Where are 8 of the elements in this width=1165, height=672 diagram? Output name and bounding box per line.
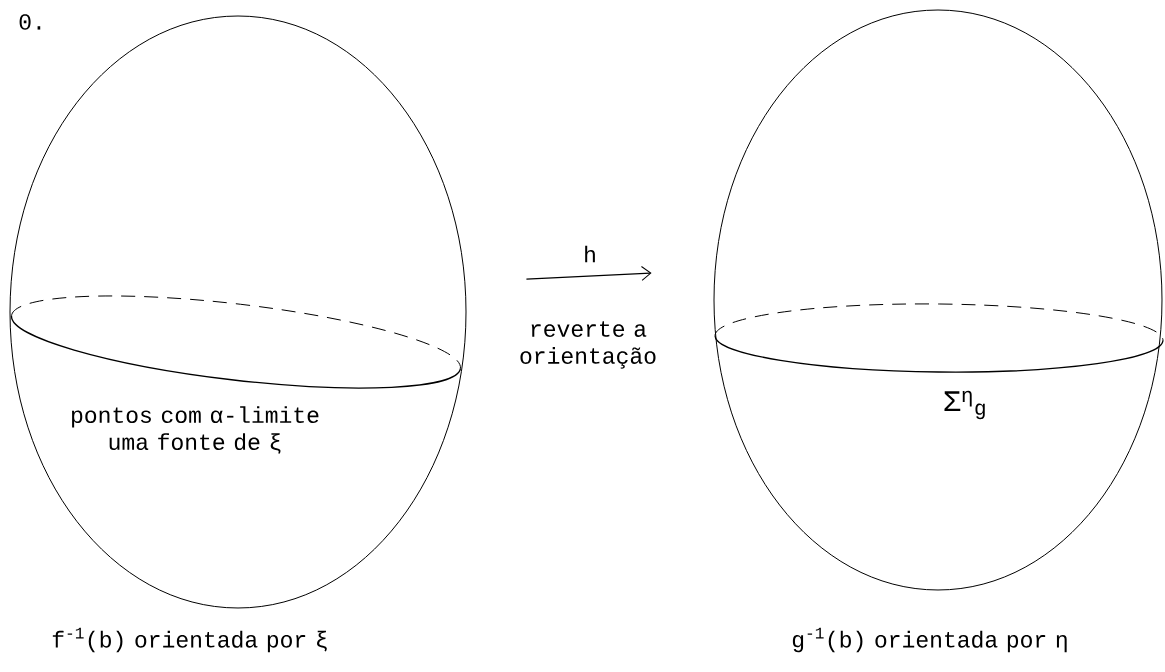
figure-number: 0. — [19, 14, 41, 30]
sphere-caption: g$^{-1}$(b) orientada por η — [792, 627, 1067, 653]
region-label: Σ$^{η}$g — [944, 390, 985, 420]
arrow — [525, 266, 652, 281]
sphere-caption: f$^{-1}$(b) orientada por ξ — [52, 627, 327, 653]
edge-label: h — [585, 245, 595, 263]
edge-note: reverte a orientação — [520, 321, 656, 369]
region-label: pontos com α-limite uma fonte de ξ — [72, 406, 319, 454]
